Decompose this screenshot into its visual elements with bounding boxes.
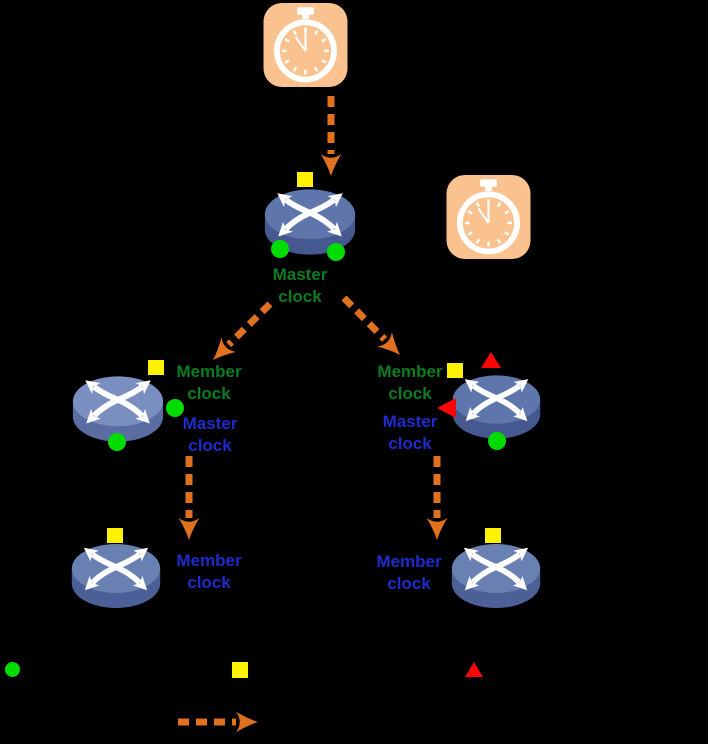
- green-circle-port-icon: [488, 432, 506, 450]
- switch-icon-bottom-left: [69, 541, 163, 611]
- right-member-clock-label: Member clock: [355, 361, 465, 405]
- stopwatch-icon: [446, 175, 531, 259]
- red-triangle-port-icon: [437, 398, 456, 418]
- yellow-square-port-icon: [107, 528, 123, 543]
- yellow-square-port-icon: [148, 360, 164, 375]
- green-circle-port-icon: [108, 433, 126, 451]
- label-line: Member: [176, 551, 242, 570]
- label-line: clock: [387, 574, 431, 593]
- right-master-clock-label: Master clock: [355, 411, 465, 455]
- bottom-right-member-clock-label: Member clock: [354, 551, 464, 595]
- label-line: Master: [182, 414, 238, 433]
- stopwatch-icon: [263, 3, 348, 87]
- label-line: Member: [376, 552, 442, 571]
- yellow-square-port-icon: [297, 172, 313, 187]
- left-member-clock-label: Member clock: [154, 361, 264, 405]
- label-line: Master: [272, 265, 328, 284]
- label-line: clock: [187, 573, 231, 592]
- green-circle-port-icon: [327, 243, 345, 261]
- grandmaster-clock-label: Master clock: [245, 264, 355, 308]
- label-line: clock: [388, 384, 432, 403]
- label-line: Member: [176, 362, 242, 381]
- red-triangle-port-icon: [481, 352, 501, 368]
- legend-red-triangle-icon: [465, 662, 483, 677]
- label-line: Member: [377, 362, 443, 381]
- sync-arrow-grandmaster-to-left: [212, 301, 273, 361]
- green-circle-port-icon: [166, 399, 184, 417]
- label-line: clock: [278, 287, 322, 306]
- label-line: clock: [187, 384, 231, 403]
- yellow-square-port-icon: [447, 363, 463, 378]
- left-master-clock-label: Master clock: [155, 413, 265, 457]
- green-circle-port-icon: [271, 240, 289, 258]
- label-line: Master: [382, 412, 438, 431]
- legend-green-circle-icon: [5, 662, 20, 677]
- bottom-left-member-clock-label: Member clock: [154, 550, 264, 594]
- legend-yellow-square-icon: [232, 662, 248, 678]
- label-line: clock: [188, 436, 232, 455]
- label-line: clock: [388, 434, 432, 453]
- yellow-square-port-icon: [485, 528, 501, 543]
